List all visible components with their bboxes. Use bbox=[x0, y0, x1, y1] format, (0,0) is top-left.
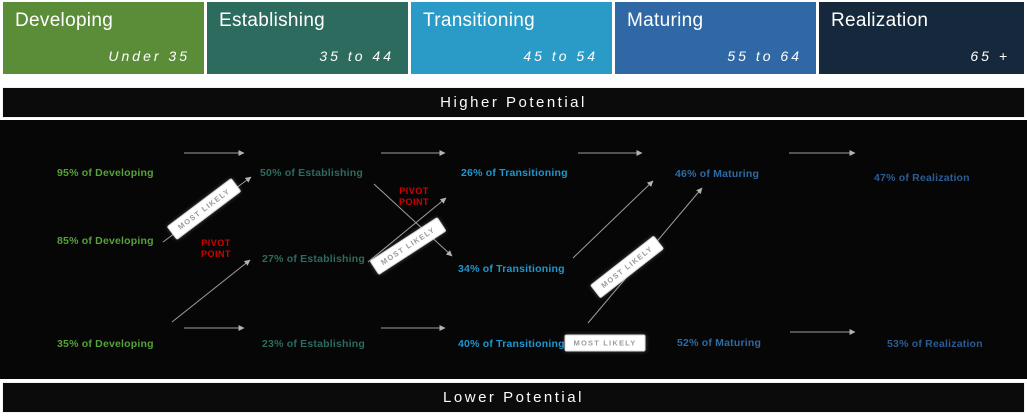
stage-age-range: Under 35 bbox=[108, 48, 190, 64]
pivot-point-line1: PIVOT bbox=[201, 238, 231, 248]
flow-background bbox=[0, 120, 1027, 379]
stage-title: Developing bbox=[15, 10, 114, 31]
pivot-point-1: PIVOT POINT bbox=[194, 238, 238, 261]
most-likely-badge-4: MOST LIKELY bbox=[564, 334, 646, 352]
label-realization-low: 53% of Realization bbox=[887, 338, 983, 350]
stage-box-transitioning: Transitioning 45 to 54 bbox=[411, 2, 612, 74]
label-establishing-high: 50% of Establishing bbox=[260, 167, 363, 179]
stage-box-establishing: Establishing 35 to 44 bbox=[207, 2, 408, 74]
pivot-point-2: PIVOT POINT bbox=[392, 186, 436, 209]
label-maturing-low: 52% of Maturing bbox=[677, 337, 762, 349]
label-developing-high: 95% of Developing bbox=[57, 167, 154, 179]
label-developing-low: 35% of Developing bbox=[57, 338, 154, 350]
label-transitioning-low: 40% of Transitioning bbox=[458, 338, 565, 350]
higher-potential-label: Higher Potential bbox=[440, 94, 587, 111]
stage-box-developing: Developing Under 35 bbox=[3, 2, 204, 74]
stage-title: Realization bbox=[831, 10, 929, 31]
label-realization-high: 47% of Realization bbox=[874, 172, 970, 184]
stage-title: Transitioning bbox=[423, 10, 535, 31]
label-transitioning-mid: 34% of Transitioning bbox=[458, 263, 565, 275]
label-transitioning-high: 26% of Transitioning bbox=[461, 167, 568, 179]
higher-potential-band: Higher Potential bbox=[2, 87, 1025, 118]
stage-box-maturing: Maturing 55 to 64 bbox=[615, 2, 816, 74]
label-maturing-high: 46% of Maturing bbox=[675, 168, 760, 180]
stage-age-range: 45 to 54 bbox=[523, 48, 598, 64]
stage-title: Maturing bbox=[627, 10, 704, 31]
stage-age-range: 65 + bbox=[970, 48, 1010, 64]
lower-potential-label: Lower Potential bbox=[443, 389, 584, 406]
label-developing-mid: 85% of Developing bbox=[57, 235, 154, 247]
label-establishing-mid: 27% of Establishing bbox=[262, 253, 365, 265]
label-establishing-low: 23% of Establishing bbox=[262, 338, 365, 350]
stage-box-realization: Realization 65 + bbox=[819, 2, 1024, 74]
lower-potential-band: Lower Potential bbox=[2, 382, 1025, 413]
stage-title: Establishing bbox=[219, 10, 326, 31]
stage-age-range: 35 to 44 bbox=[319, 48, 394, 64]
pivot-point-line1: PIVOT bbox=[399, 186, 429, 196]
pivot-point-line2: POINT bbox=[200, 249, 231, 260]
pivot-point-line2: POINT bbox=[398, 197, 429, 208]
stage-age-range: 55 to 64 bbox=[727, 48, 802, 64]
